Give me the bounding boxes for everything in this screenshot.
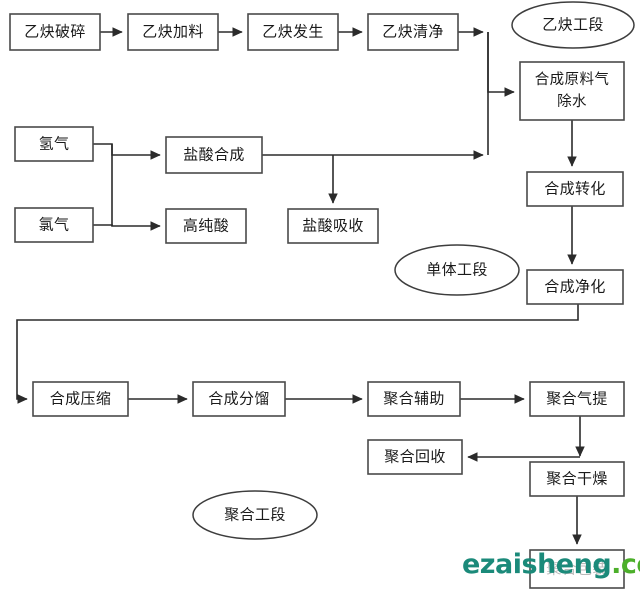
process-node-n16[interactable]: 聚合气提	[529, 381, 625, 417]
node-box	[32, 381, 129, 417]
node-label: 合成净化	[544, 278, 606, 296]
node-box	[287, 208, 379, 244]
node-label: 乙炔破碎	[24, 23, 86, 41]
node-box	[247, 13, 339, 51]
node-box	[529, 461, 625, 497]
node-label: 盐酸合成	[183, 146, 245, 164]
section-label: 聚合工段	[224, 506, 286, 524]
node-label: 氢气	[39, 135, 70, 153]
node-label: 高纯酸	[183, 217, 229, 235]
node-box	[526, 171, 624, 207]
edges-layer	[16, 27, 585, 545]
node-label: 合成分馏	[208, 390, 270, 408]
section-ellipse	[192, 490, 318, 540]
node-box	[192, 381, 286, 417]
node-box	[526, 269, 624, 305]
section-ellipse	[394, 244, 520, 296]
node-box	[367, 13, 459, 51]
node-label: 聚合包装	[546, 560, 608, 578]
section-label: 单体工段	[426, 261, 488, 279]
node-label: 合成原料气	[535, 71, 610, 88]
process-node-n17[interactable]: 聚合回收	[367, 439, 463, 475]
process-node-n10[interactable]: 盐酸合成	[165, 136, 263, 174]
process-node-n6[interactable]: 合成转化	[526, 171, 624, 207]
process-node-n15[interactable]: 聚合辅助	[367, 381, 461, 417]
section-label: 乙炔工段	[542, 16, 604, 34]
process-node-n2[interactable]: 乙炔加料	[127, 13, 219, 51]
process-node-n1[interactable]: 乙炔破碎	[9, 13, 101, 51]
node-box	[165, 136, 263, 174]
node-box	[9, 13, 101, 51]
node-label: 合成压缩	[50, 390, 112, 408]
process-node-n9[interactable]: 氯气	[14, 207, 94, 243]
section-group-acetylene[interactable]: 乙炔工段	[511, 1, 635, 49]
node-box	[14, 126, 94, 162]
node-box	[519, 61, 625, 121]
process-node-n19[interactable]: 聚合包装	[529, 549, 625, 589]
node-box	[14, 207, 94, 243]
node-label: 乙炔清净	[382, 23, 444, 41]
node-label: 聚合气提	[546, 390, 608, 408]
process-node-n12[interactable]: 盐酸吸收	[287, 208, 379, 244]
node-label: 乙炔发生	[262, 23, 324, 41]
node-label: 聚合回收	[384, 448, 446, 466]
node-box	[529, 381, 625, 417]
node-box	[165, 208, 247, 244]
node-box	[367, 381, 461, 417]
section-group-polymer[interactable]: 聚合工段	[192, 490, 318, 540]
process-node-n13[interactable]: 合成压缩	[32, 381, 129, 417]
process-node-n4[interactable]: 乙炔清净	[367, 13, 459, 51]
process-node-n7[interactable]: 合成净化	[526, 269, 624, 305]
node-label: 乙炔加料	[142, 23, 204, 41]
process-node-n3[interactable]: 乙炔发生	[247, 13, 339, 51]
edge-n9-to-n11	[93, 221, 161, 231]
process-node-n18[interactable]: 聚合干燥	[529, 461, 625, 497]
node-label: 盐酸吸收	[302, 217, 364, 235]
process-node-n11[interactable]: 高纯酸	[165, 208, 247, 244]
node-box	[127, 13, 219, 51]
node-label: 除水	[557, 93, 587, 110]
node-label: 聚合辅助	[383, 390, 445, 408]
node-box	[529, 549, 625, 589]
edge-n8-to-n10	[93, 143, 161, 160]
node-box	[367, 439, 463, 475]
process-node-n14[interactable]: 合成分馏	[192, 381, 286, 417]
section-group-monomer[interactable]: 单体工段	[394, 244, 520, 296]
edge-junction-a-to-n5	[487, 32, 515, 97]
node-label: 合成转化	[544, 180, 606, 198]
process-node-n8[interactable]: 氢气	[14, 126, 94, 162]
node-label: 聚合干燥	[546, 470, 608, 488]
edge-n7-to-n13	[16, 304, 579, 404]
node-label: 氯气	[39, 216, 70, 234]
section-ellipse	[511, 1, 635, 49]
